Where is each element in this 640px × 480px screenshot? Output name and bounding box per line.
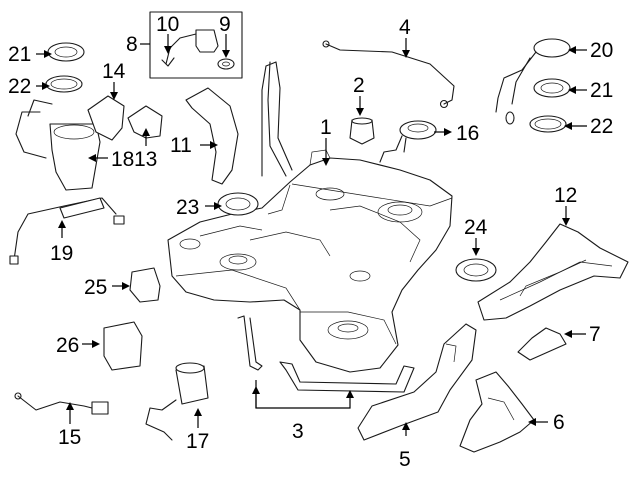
bracket-7: [517, 327, 567, 361]
callout-1: 1: [320, 116, 332, 139]
seal-left: [45, 75, 83, 93]
callout-7: 7: [589, 323, 601, 346]
pump-module: [15, 99, 101, 191]
harness-15: [14, 392, 109, 415]
lock-ring-left: [47, 42, 85, 62]
callout-6: 6: [553, 411, 565, 434]
callout-13: 13: [134, 148, 157, 171]
vent-tube: [322, 40, 455, 109]
callout-19: 19: [50, 242, 73, 265]
guide-11: [185, 87, 239, 185]
sender-unit: [379, 120, 437, 163]
callout-20: 20: [590, 39, 613, 62]
callout-labels: 1 2 3 4 5 6 7 8 9 10 11 12 13 14 15 16 1…: [8, 13, 613, 471]
callout-11: 11: [170, 134, 192, 157]
bracket-14: [87, 95, 125, 141]
bracket-13: [127, 105, 163, 139]
callout-14: 14: [102, 60, 126, 83]
callout-8: 8: [126, 33, 138, 56]
seal-ring-23: [217, 192, 259, 216]
callout-17: 17: [186, 430, 209, 453]
callout-4: 4: [399, 16, 411, 39]
lock-ring-right: [533, 78, 571, 98]
bracket-5: [357, 323, 477, 441]
callout-22-left: 22: [8, 75, 31, 98]
bracket-6: [459, 371, 535, 453]
parts-inset-box: [149, 11, 243, 79]
callout-24: 24: [464, 216, 488, 239]
callout-2: 2: [353, 74, 365, 97]
callout-9: 9: [219, 13, 231, 36]
callout-21-right: 21: [590, 79, 613, 102]
filler-neck: [261, 61, 293, 177]
callout-26: 26: [56, 334, 79, 357]
insulator: [349, 117, 375, 145]
callout-12: 12: [554, 184, 577, 207]
heat-shield: [477, 223, 629, 321]
callout-23: 23: [176, 196, 199, 219]
callout-22-right: 22: [590, 115, 613, 138]
tank-strap-right: [279, 361, 415, 393]
seal-right: [529, 115, 567, 133]
callout-21-left: 21: [8, 43, 31, 66]
arrowheads: [42, 46, 576, 430]
callout-18: 18: [111, 148, 134, 171]
callout-15: 15: [58, 426, 81, 449]
callout-3: 3: [292, 420, 304, 443]
callout-16: 16: [456, 122, 479, 145]
fuel-filter: [145, 362, 209, 441]
harness-19: [9, 197, 125, 265]
callout-10: 10: [156, 13, 179, 36]
tank-strap-left: [237, 315, 263, 371]
pump-module-right: [495, 38, 571, 125]
seal-ring-24: [455, 258, 497, 282]
bracket-25: [129, 267, 161, 303]
control-module-26: [103, 321, 143, 371]
fuel-tank: [167, 149, 453, 373]
callout-25: 25: [84, 276, 107, 299]
callout-5: 5: [399, 448, 411, 471]
